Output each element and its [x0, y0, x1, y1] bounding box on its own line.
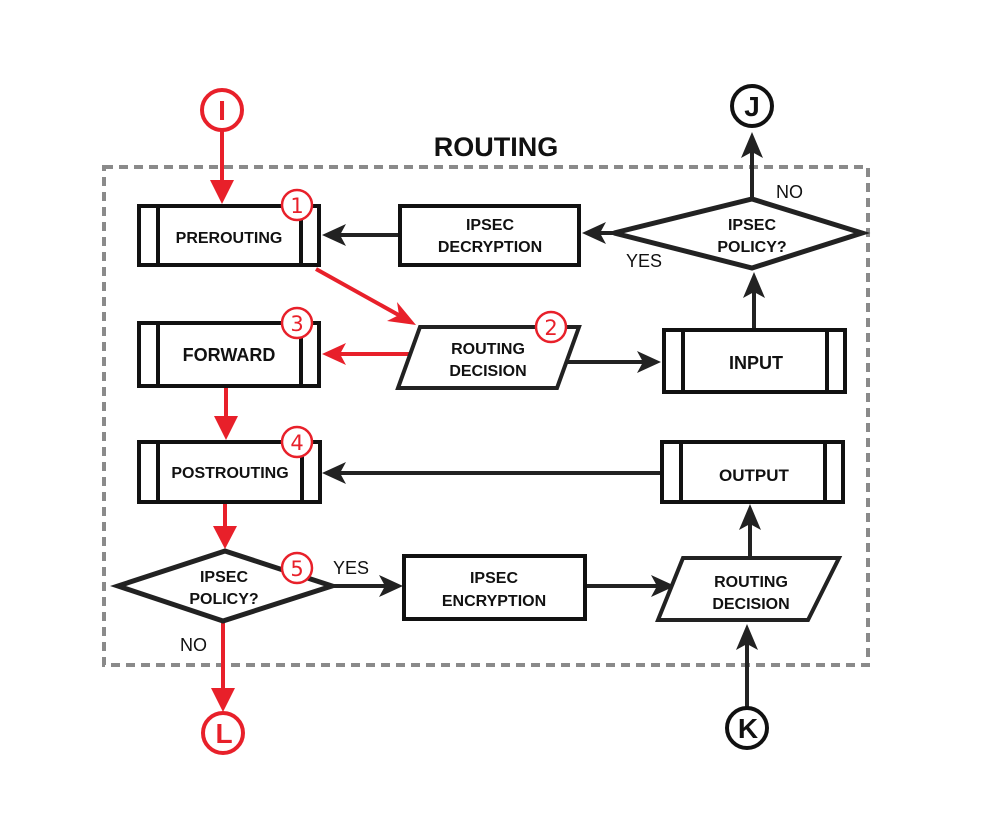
ipsec-encryption-line2: ENCRYPTION [442, 593, 546, 610]
connector-k-label: K [738, 713, 758, 744]
connector-i[interactable]: I [200, 88, 244, 132]
routing-decision-1-line2: DECISION [449, 363, 526, 380]
arrowhead [651, 575, 675, 597]
ipsec-decryption-node[interactable]: IPSEC DECRYPTION [398, 204, 581, 267]
ipsec-decryption-line1: IPSEC [466, 217, 514, 234]
ipsec-policy-top-line1: IPSEC [728, 217, 776, 234]
arrowhead [214, 416, 238, 440]
input-node[interactable]: INPUT [662, 328, 847, 394]
output-label: OUTPUT [719, 466, 790, 485]
ipsec-policy-top-decision[interactable]: IPSEC POLICY? [613, 196, 871, 271]
edge-prerouting-to-routing-decision [315, 267, 405, 320]
arrowhead [637, 351, 661, 373]
arrowhead [210, 180, 234, 204]
forward-node[interactable]: FORWARD [137, 321, 321, 388]
routing-decision-2-line2: DECISION [712, 596, 789, 613]
arrowhead [322, 224, 346, 246]
connector-i-label: I [218, 95, 226, 126]
svg-text:1: 1 [290, 194, 303, 218]
step-badge-2: 2 [534, 310, 568, 344]
edge-label-bottom-no: NO [180, 635, 207, 655]
svg-text:4: 4 [290, 431, 303, 455]
arrowhead [736, 624, 758, 650]
arrowhead [739, 504, 761, 530]
connector-k[interactable]: K [725, 706, 769, 750]
prerouting-label: PREROUTING [176, 230, 283, 247]
svg-text:5: 5 [290, 557, 303, 581]
ipsec-decryption-line2: DECRYPTION [438, 239, 542, 256]
routing-boundary [102, 165, 870, 667]
step-badge-3: 3 [280, 306, 314, 340]
arrowhead [322, 343, 346, 365]
ipsec-policy-bottom-line2: POLICY? [189, 591, 258, 608]
ipsec-policy-bottom-line1: IPSEC [200, 569, 248, 586]
connector-l[interactable]: L [201, 711, 245, 755]
routing-decision-1-node[interactable]: ROUTING DECISION [395, 325, 582, 390]
arrowhead [213, 526, 237, 549]
prerouting-node[interactable]: PREROUTING [137, 204, 321, 267]
diagram-title: ROUTING [434, 132, 559, 162]
svg-text:3: 3 [290, 312, 303, 336]
routing-decision-2-node[interactable]: ROUTING DECISION [655, 556, 843, 622]
arrowhead [322, 462, 346, 484]
arrowhead [379, 575, 403, 597]
postrouting-label: POSTROUTING [171, 465, 288, 482]
step-badge-5: 5 [280, 551, 314, 585]
output-node[interactable]: OUTPUT [660, 440, 845, 504]
edge-label-top-yes: YES [626, 251, 662, 271]
routing-decision-1-line1: ROUTING [451, 341, 525, 358]
forward-label: FORWARD [183, 345, 276, 365]
connector-j-label: J [744, 91, 760, 122]
routing-decision-2-line1: ROUTING [714, 574, 788, 591]
arrowhead [387, 302, 416, 325]
arrowhead [211, 688, 235, 712]
input-label: INPUT [729, 353, 783, 373]
connector-l-label: L [215, 718, 232, 749]
arrowhead [743, 272, 765, 298]
connector-j[interactable]: J [730, 84, 774, 128]
ipsec-policy-top-line2: POLICY? [717, 239, 786, 256]
ipsec-policy-bottom-decision[interactable]: IPSEC POLICY? [110, 548, 341, 624]
arrowhead [741, 132, 763, 158]
ipsec-encryption-node[interactable]: IPSEC ENCRYPTION [402, 554, 587, 621]
edge-label-top-no: NO [776, 182, 803, 202]
step-badge-1: 1 [280, 188, 314, 222]
arrowhead [582, 222, 606, 244]
ipsec-encryption-line1: IPSEC [470, 570, 518, 587]
svg-text:2: 2 [544, 316, 557, 340]
edge-label-bottom-yes: YES [333, 558, 369, 578]
step-badge-4: 4 [280, 425, 314, 459]
